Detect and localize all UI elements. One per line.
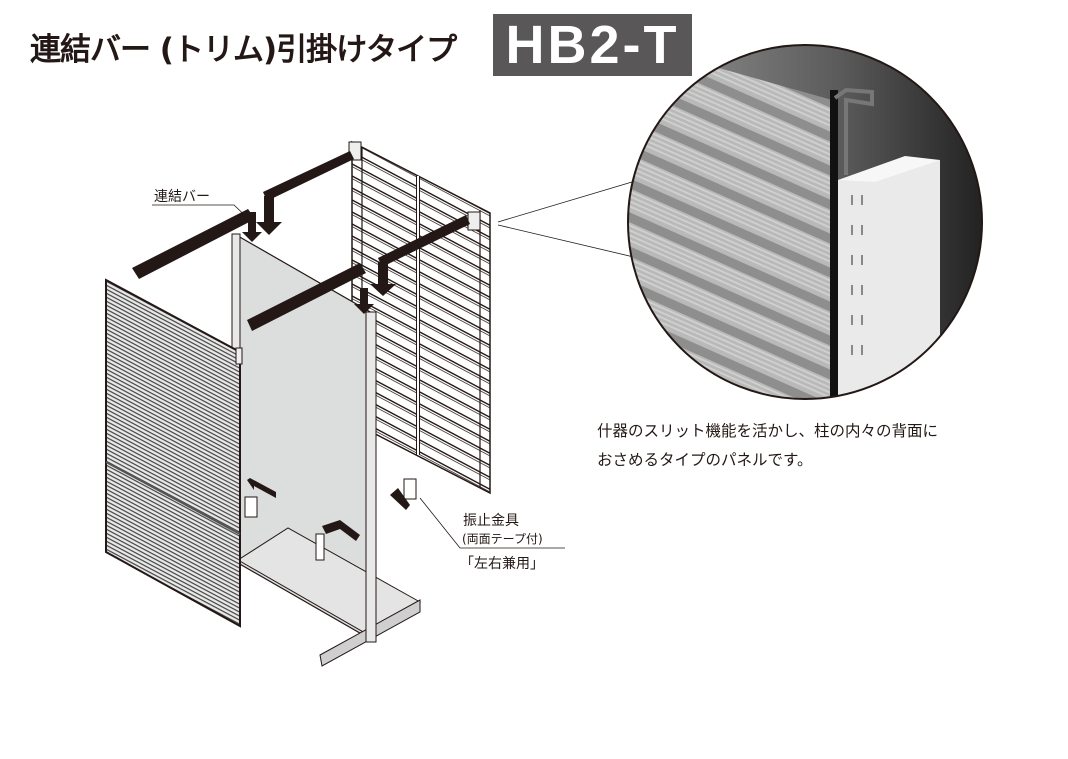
product-description: 什器のスリット機能を活かし、柱の内々の背面に おさめるタイプのパネルです。 bbox=[597, 417, 938, 475]
connecting-bars bbox=[132, 151, 470, 331]
down-arrows bbox=[242, 196, 396, 314]
model-badge: HB2-T bbox=[493, 14, 692, 76]
page-title: 連結バー (トリム)引掛けタイプ bbox=[30, 32, 457, 68]
anti-sway-bracket-label: 振止金具 bbox=[463, 513, 519, 529]
detail-zoom-circle bbox=[627, 44, 983, 400]
front-striped-panel bbox=[105, 278, 243, 628]
bracket-arrows bbox=[244, 478, 417, 561]
bracket-note: (両面テープ付) bbox=[462, 532, 543, 546]
description-line-1: 什器のスリット機能を活かし、柱の内々の背面に bbox=[597, 422, 939, 440]
connecting-bar-label: 連結バー bbox=[154, 189, 210, 205]
leader-lines bbox=[152, 181, 639, 549]
description-line-2: おさめるタイプのパネルです。 bbox=[597, 451, 813, 469]
bracket-usage-label: 「左右兼用」 bbox=[460, 556, 544, 572]
